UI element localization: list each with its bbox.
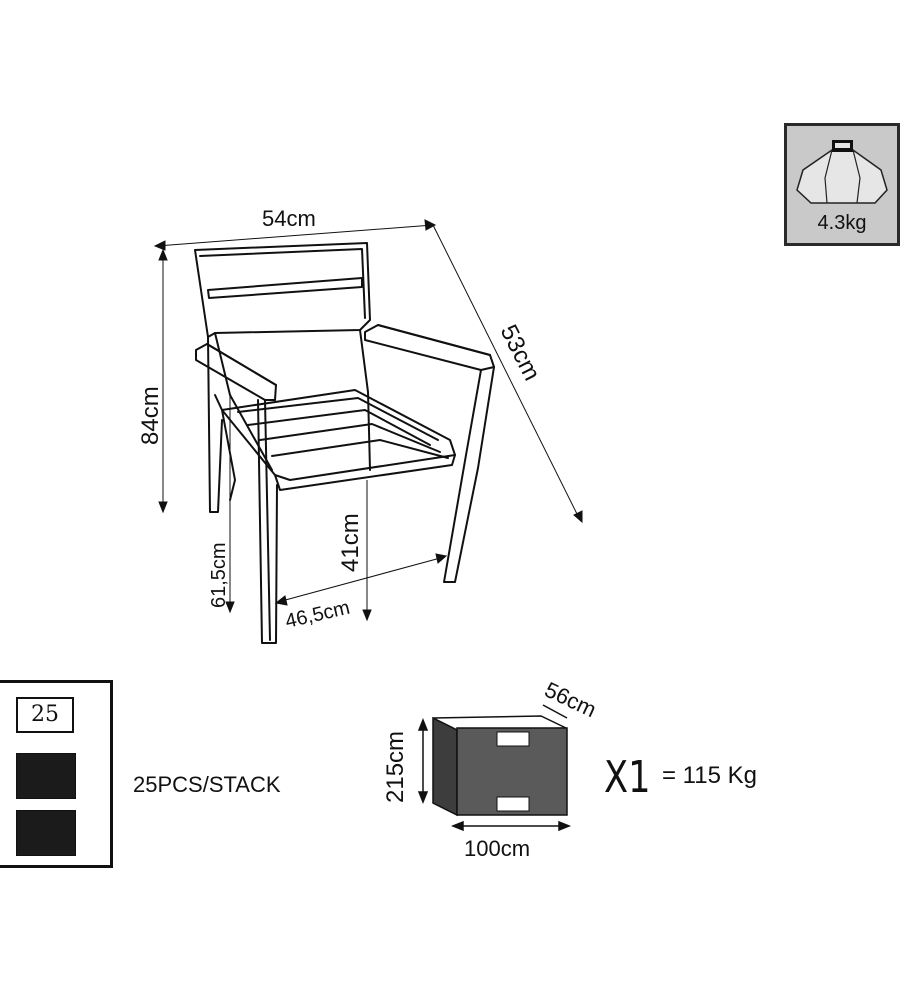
weight-icon: [796, 140, 888, 204]
chair-right-armrest: [364, 324, 495, 371]
stack-chair-icon: [16, 753, 76, 799]
pallet-width-label: 100cm: [464, 836, 530, 861]
chair-left-armrest: [195, 343, 277, 401]
stack-text: 25PCS/STACK: [133, 772, 281, 797]
chair-armrest-height-label: 61,5cm: [208, 542, 230, 608]
chair-width-label: 54cm: [262, 206, 316, 231]
stack-chair-icon: [16, 810, 76, 856]
stack-count: 25: [16, 697, 74, 733]
chair-height-label: 84cm: [137, 386, 164, 445]
weight-label: 4.3kg: [817, 212, 867, 234]
chair-seat: [221, 389, 456, 491]
pallet-total-weight: = 115 Kg: [662, 762, 757, 789]
chair-seat-height-label: 41cm: [337, 513, 364, 572]
weight-box: 4.3kg: [784, 123, 900, 246]
pallet-depth-label: 56cm: [541, 677, 600, 722]
pallet-quantity: X1: [604, 752, 651, 803]
chair-depth-label: 53cm: [495, 320, 546, 385]
chair-backrest: [194, 242, 371, 396]
stack-box: 25: [0, 680, 113, 868]
pallet-height-label: 215cm: [382, 731, 409, 803]
pallet-box: [432, 715, 568, 817]
chair-legs: [207, 336, 495, 644]
chair-seat-width-label: 46,5cm: [283, 597, 352, 633]
